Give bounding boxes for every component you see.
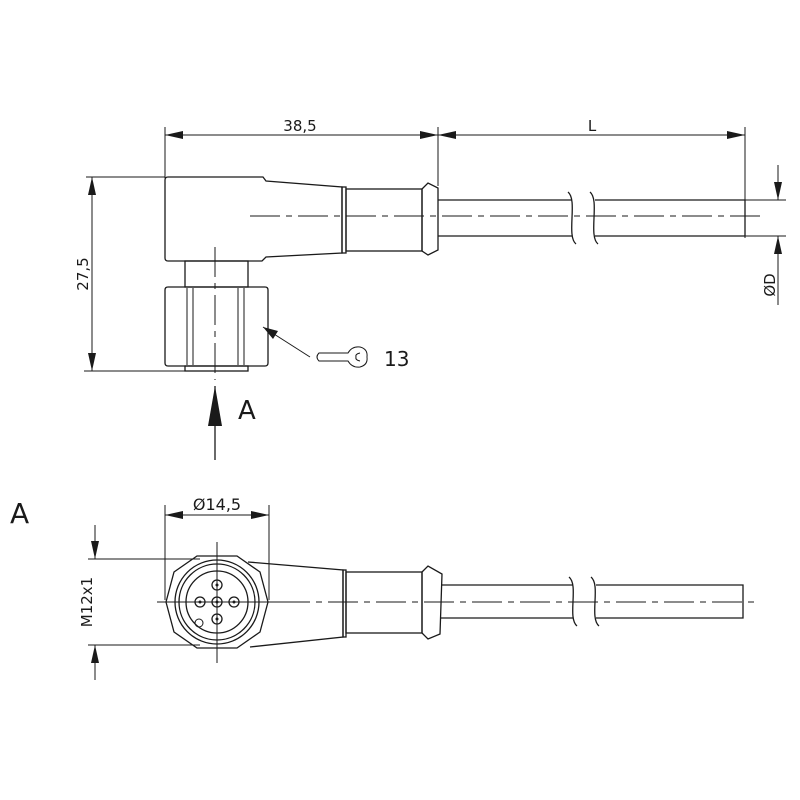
arrow-up-icon	[208, 386, 222, 426]
dimension-label: L	[588, 117, 597, 135]
view-arrow-a: A	[208, 386, 256, 460]
connector-face	[157, 542, 280, 663]
view-arrow-label: A	[238, 396, 256, 426]
connector-body	[164, 176, 760, 262]
coupling-nut	[164, 247, 269, 380]
wrench-size-label: 13	[384, 347, 409, 371]
wrench-icon	[316, 346, 368, 368]
wrench-callout: 13	[262, 326, 409, 371]
dimension-label: ØD	[761, 273, 779, 296]
cable-break	[567, 191, 599, 245]
dimension-diameter-14-5: Ø14,5	[164, 495, 270, 600]
dimension-27-5: 27,5	[74, 176, 185, 372]
top-view: 38,5 L	[74, 117, 786, 460]
coding-key	[194, 618, 204, 628]
dimension-l: L	[438, 117, 746, 238]
dimension-diameter-d: ØD	[745, 165, 786, 305]
dimension-label: Ø14,5	[193, 495, 241, 514]
connector-body-side	[247, 561, 760, 648]
dimension-38-5: 38,5	[164, 117, 439, 186]
dimension-label: M12x1	[78, 577, 96, 627]
view-label: A	[10, 497, 29, 530]
bottom-view: A Ø14,5 M12x1	[10, 495, 760, 680]
dimension-thread: M12x1	[78, 525, 200, 680]
dimension-label: 27,5	[74, 257, 92, 290]
dimension-label: 38,5	[283, 117, 316, 135]
